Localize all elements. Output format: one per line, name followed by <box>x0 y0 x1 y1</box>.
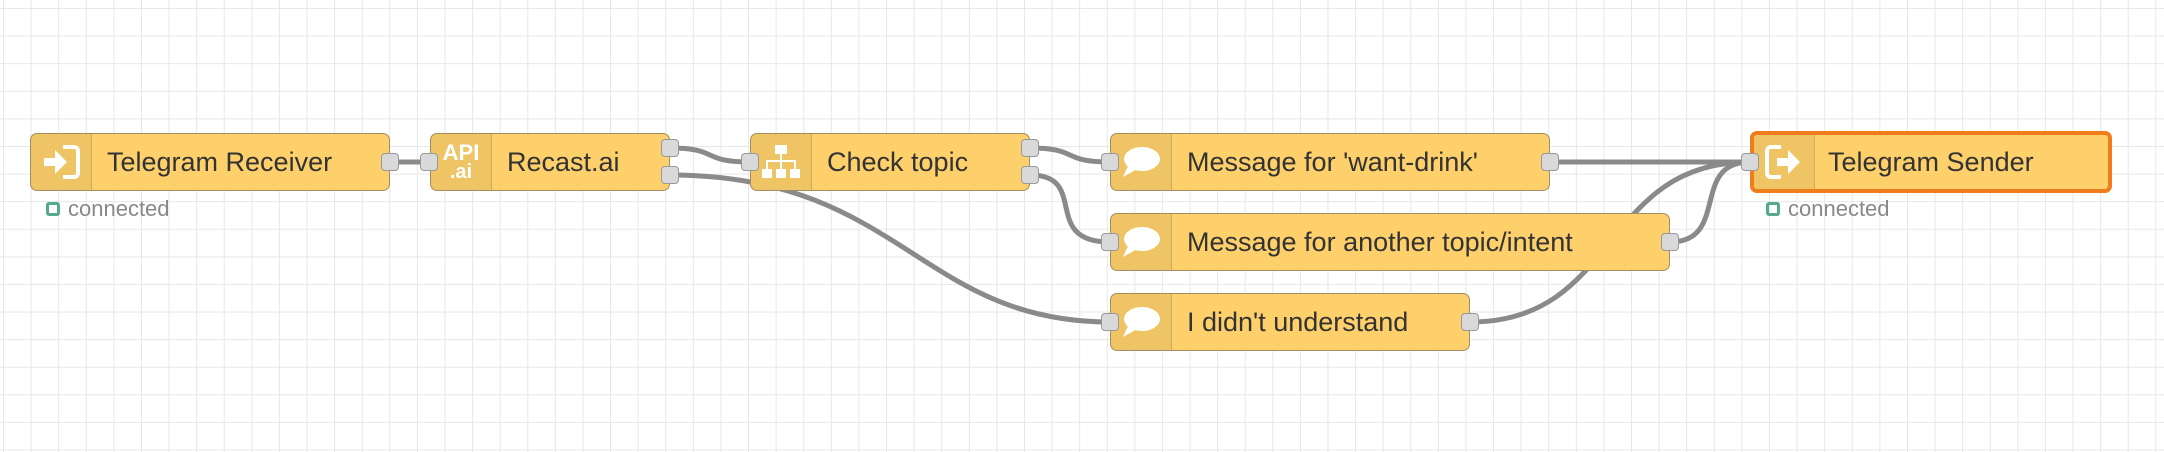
node-message-want-drink[interactable]: Message for 'want-drink' <box>1110 133 1550 191</box>
speech-bubble-icon <box>1123 147 1160 177</box>
node-icon-box <box>751 134 812 190</box>
node-check-topic[interactable]: Check topic <box>750 133 1030 191</box>
output-port[interactable] <box>1661 233 1679 251</box>
input-port[interactable] <box>1101 313 1119 331</box>
speech-bubble-icon <box>1123 307 1160 337</box>
node-label: Telegram Receiver <box>107 146 333 177</box>
node-label: I didn't understand <box>1187 306 1409 337</box>
input-port[interactable] <box>420 153 438 171</box>
status-dot-icon <box>1766 202 1780 216</box>
node-icon-box <box>1754 135 1815 189</box>
node-label: Recast.ai <box>507 146 620 177</box>
node-icon-box <box>1111 294 1172 350</box>
status-text: connected <box>68 196 170 221</box>
output-port[interactable] <box>381 153 399 171</box>
node-icon-box: API .ai <box>431 134 492 190</box>
output-port-1[interactable] <box>661 139 679 157</box>
wire-other-to-sender[interactable] <box>1667 159 1753 245</box>
wire-check-topic-to-want-drink[interactable] <box>1027 145 1113 165</box>
arrow-out-icon <box>1765 145 1800 179</box>
speech-bubble-icon <box>1123 227 1160 257</box>
status-text: connected <box>1788 196 1890 221</box>
switch-icon <box>762 145 800 178</box>
wire-check-topic-to-other[interactable] <box>1027 172 1113 245</box>
node-telegram-receiver[interactable]: Telegram Receiver <box>30 133 390 191</box>
output-port[interactable] <box>1461 313 1479 331</box>
output-port[interactable] <box>1541 153 1559 171</box>
wire-recast-to-not-understand[interactable] <box>667 172 1113 325</box>
node-icon-box <box>31 134 92 190</box>
node-icon-box <box>1111 214 1172 270</box>
input-port[interactable] <box>1741 153 1759 171</box>
status-connected: connected <box>46 196 170 222</box>
status-dot-icon <box>46 202 60 216</box>
api-ai-icon: API .ai <box>442 140 480 183</box>
node-didnt-understand[interactable]: I didn't understand <box>1110 293 1470 351</box>
output-port-2[interactable] <box>661 166 679 184</box>
wire-recast-to-check-topic[interactable] <box>667 145 753 165</box>
node-label: Message for another topic/intent <box>1187 226 1573 257</box>
output-port-2[interactable] <box>1021 166 1039 184</box>
node-label: Telegram Sender <box>1828 146 2034 177</box>
node-label: Check topic <box>827 146 969 177</box>
input-port[interactable] <box>1101 233 1119 251</box>
node-label: Message for 'want-drink' <box>1187 146 1478 177</box>
arrow-in-icon <box>44 145 80 179</box>
node-message-other-topic[interactable]: Message for another topic/intent <box>1110 213 1670 271</box>
node-telegram-sender[interactable]: Telegram Sender <box>1750 131 2112 193</box>
status-connected: connected <box>1766 196 1890 222</box>
input-port[interactable] <box>741 153 759 171</box>
node-icon-box <box>1111 134 1172 190</box>
output-port-1[interactable] <box>1021 139 1039 157</box>
input-port[interactable] <box>1101 153 1119 171</box>
node-recast-ai[interactable]: API .ai Recast.ai <box>430 133 670 191</box>
